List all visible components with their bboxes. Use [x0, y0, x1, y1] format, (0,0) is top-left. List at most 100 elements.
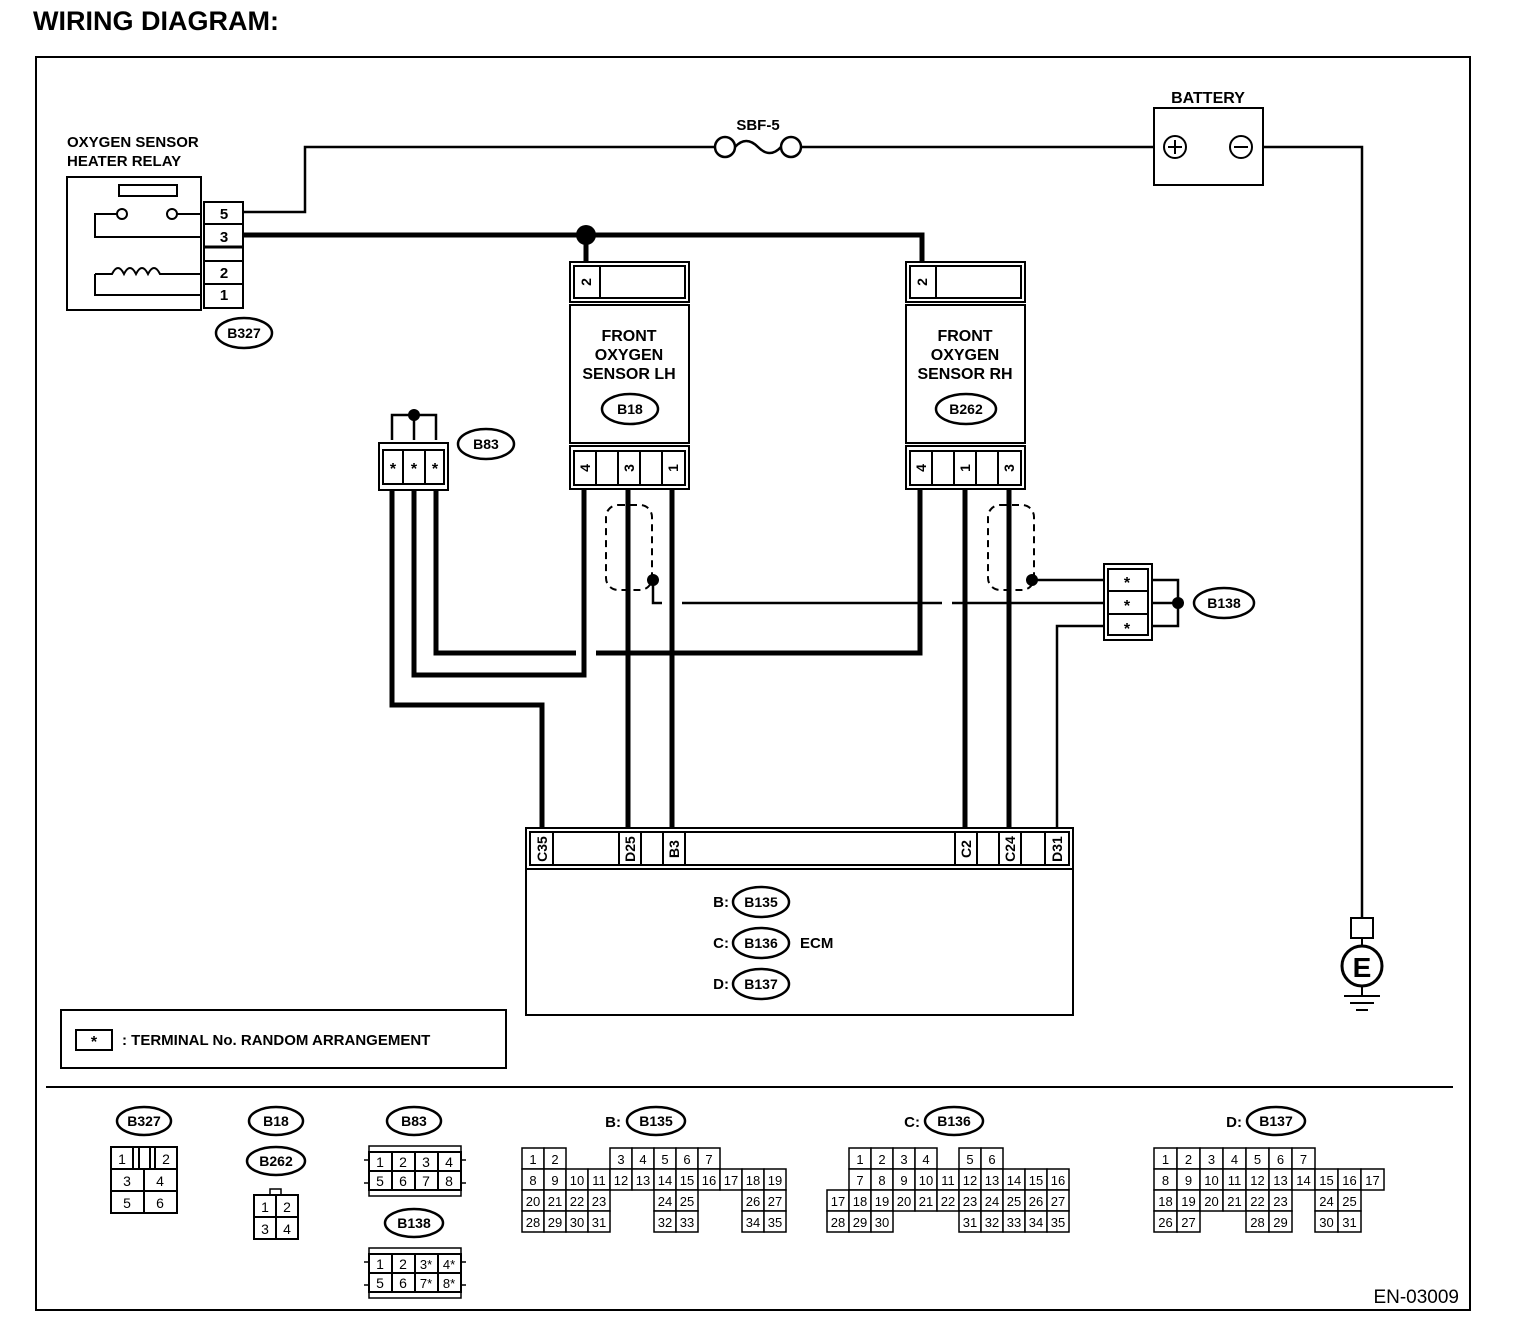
pin: 3: [422, 1154, 430, 1170]
pin: 33: [680, 1215, 694, 1230]
pin: 23: [592, 1194, 606, 1209]
connector-view-name: B138: [397, 1215, 431, 1231]
connector-view-b327: B327 1 2 3 4 5 6: [110, 1105, 178, 1214]
pin: 7: [1300, 1152, 1307, 1167]
pin: 4: [283, 1221, 291, 1237]
ecm-connector-prefix: B:: [713, 894, 729, 911]
pin: 5: [376, 1173, 384, 1189]
connector-view-name: B18: [263, 1113, 289, 1129]
pin: 35: [1051, 1215, 1065, 1230]
legend-symbol: *: [91, 1034, 98, 1051]
b83-terminal: *: [411, 461, 418, 478]
pin: 12: [1250, 1173, 1264, 1188]
sensor-rh-label: SENSOR RH: [917, 366, 1012, 383]
pin: 30: [570, 1215, 584, 1230]
connector-tag-b135: B135: [744, 894, 778, 910]
ecm-terminal: C35: [534, 836, 550, 862]
pin: 22: [941, 1194, 955, 1209]
pin: 24: [985, 1194, 999, 1209]
battery-label: BATTERY: [1171, 90, 1245, 107]
pin: 1: [376, 1154, 384, 1170]
sensor-rh-terminal: 1: [957, 464, 973, 472]
sensor-lh-top-terminal: 2: [578, 278, 594, 286]
pin: 6: [399, 1275, 407, 1291]
connector-view-name: B83: [401, 1113, 427, 1129]
pin: 19: [768, 1173, 782, 1188]
pin: 31: [1342, 1215, 1356, 1230]
junction-dot: [1172, 597, 1184, 609]
pin: 28: [1250, 1215, 1264, 1230]
connector-view-name: B262: [259, 1153, 293, 1169]
ecm-connector-prefix: D:: [713, 976, 729, 993]
wire-lh4-b83: [411, 490, 587, 678]
sensor-lh-terminal: 1: [665, 464, 681, 472]
pin: 4: [922, 1152, 929, 1167]
junction-dot: [1026, 574, 1038, 586]
pin: 32: [658, 1215, 672, 1230]
b138-terminal: *: [1124, 621, 1131, 638]
pin: 31: [963, 1215, 977, 1230]
pin: 2: [399, 1154, 407, 1170]
sensor-lh-terminal: 3: [621, 464, 637, 472]
pin: 3: [123, 1173, 131, 1189]
pin: 3: [1208, 1152, 1215, 1167]
pin: 25: [1342, 1194, 1356, 1209]
diagram-frame: [35, 56, 1471, 1311]
ecm-terminal: C2: [958, 840, 974, 858]
pin: 20: [526, 1194, 540, 1209]
pin-cell: [587, 1210, 611, 1233]
pin: 27: [1181, 1215, 1195, 1230]
pin: 6: [683, 1152, 690, 1167]
connector-tag-b18: B18: [617, 401, 643, 417]
connector-view-b83: B83 1 2 3 4 5 6 7 8: [364, 1105, 466, 1197]
pin: 5: [123, 1195, 131, 1211]
pin: 26: [1029, 1194, 1043, 1209]
pin: 4: [1231, 1152, 1238, 1167]
b83-terminal: *: [432, 461, 439, 478]
pin: 2: [878, 1152, 885, 1167]
pin: 12: [963, 1173, 977, 1188]
pin: 5: [966, 1152, 973, 1167]
pin: 17: [724, 1173, 738, 1188]
document-code: EN-03009: [1373, 1287, 1459, 1308]
pin: 16: [1342, 1173, 1356, 1188]
pin: 25: [680, 1194, 694, 1209]
pin: 8: [445, 1173, 453, 1189]
junction-dot: [408, 409, 420, 421]
oxygen-sensor-heater-relay: OXYGEN SENSOR HEATER RELAY 5 3 2 1 B327: [66, 134, 274, 350]
pin: 7*: [420, 1276, 432, 1291]
sensor-lh-terminal: 4: [577, 464, 593, 472]
pin: 5: [661, 1152, 668, 1167]
pin: 2: [1185, 1152, 1192, 1167]
wire-relay5-fuse: [243, 145, 716, 214]
pin: 10: [919, 1173, 933, 1188]
pin: 21: [1227, 1194, 1241, 1209]
ecm-label: ECM: [800, 935, 833, 952]
connector-view-name: B327: [127, 1113, 161, 1129]
pin: 3: [617, 1152, 624, 1167]
pin: 17: [831, 1194, 845, 1209]
pin: 4*: [443, 1257, 455, 1272]
pin: 9: [551, 1173, 558, 1188]
connector-view-prefix: B:: [605, 1114, 621, 1131]
front-oxygen-sensor-rh: 2 FRONT OXYGEN SENSOR RH B262 4 1 3: [905, 261, 1026, 490]
pin: 3: [261, 1221, 269, 1237]
pin: 29: [548, 1215, 562, 1230]
pin: 31: [592, 1215, 606, 1230]
connector-tag-b138: B138: [1207, 595, 1241, 611]
pin: 18: [746, 1173, 760, 1188]
pin: 8: [1162, 1173, 1169, 1188]
pin: 6: [399, 1173, 407, 1189]
wires: [243, 145, 1364, 918]
pin: 15: [1319, 1173, 1333, 1188]
relay-terminal: 5: [220, 206, 228, 223]
pin: 4: [445, 1154, 453, 1170]
pin: 15: [680, 1173, 694, 1188]
pin: 4: [639, 1152, 646, 1167]
pin: 7: [422, 1173, 430, 1189]
b138-terminal: *: [1124, 598, 1131, 615]
pin-cell: [1268, 1210, 1293, 1233]
pin: 16: [702, 1173, 716, 1188]
